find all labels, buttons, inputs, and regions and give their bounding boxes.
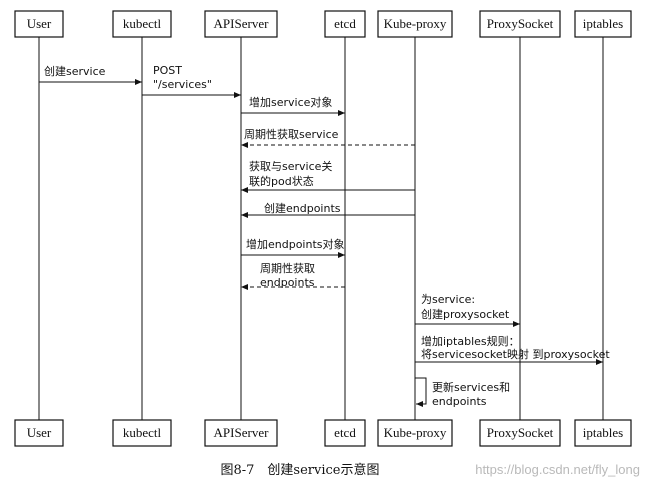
message-10: 增加iptables规则：将servicesocket映射 到proxysock…: [415, 334, 610, 365]
participant-user-top: User: [14, 10, 64, 38]
participant-kubectl-bottom: kubectl: [112, 419, 172, 447]
participant-apiserver-top: APIServer: [204, 10, 278, 38]
message-7: 增加endpoints对象: [241, 237, 345, 258]
participant-box: [14, 419, 64, 447]
participant-iptables-bottom: iptables: [574, 419, 632, 447]
message-label: 为service:: [421, 293, 475, 306]
message-label: 创建endpoints: [264, 201, 341, 215]
participant-label: User: [27, 425, 52, 440]
message-1: 创建service: [39, 64, 142, 85]
message-label: endpoints: [260, 276, 315, 289]
participant-boxes: UserUserkubectlkubectlAPIServerAPIServer…: [14, 10, 632, 447]
participant-label: APIServer: [214, 16, 270, 31]
participant-label: Kube-proxy: [384, 425, 447, 440]
message-2: POST"/services": [142, 64, 241, 98]
participant-label: ProxySocket: [487, 16, 554, 31]
participant-label: ProxySocket: [487, 425, 554, 440]
message-label: 增加iptables规则：: [421, 334, 520, 348]
participant-box: [324, 419, 366, 447]
participant-label: iptables: [583, 16, 623, 31]
message-label: 周期性获取service: [244, 127, 339, 141]
participant-etcd-bottom: etcd: [324, 419, 366, 447]
participant-box: [574, 10, 632, 38]
message-label: 获取与service关: [249, 159, 332, 173]
participant-label: Kube-proxy: [384, 16, 447, 31]
lifelines: [38, 37, 604, 420]
participant-label: etcd: [334, 16, 356, 31]
message-label: endpoints: [432, 395, 487, 408]
participant-etcd-top: etcd: [324, 10, 366, 38]
message-label: 增加service对象: [249, 95, 332, 109]
participant-iptables-top: iptables: [574, 10, 632, 38]
participant-box: [479, 10, 561, 38]
participant-box: [14, 10, 64, 38]
message-label: 更新services和: [432, 380, 510, 394]
participant-box: [204, 419, 278, 447]
figure-caption: 图8-7 创建service示意图: [221, 462, 380, 478]
participant-label: User: [27, 16, 52, 31]
participant-kube_proxy-top: Kube-proxy: [377, 10, 453, 38]
message-6: 创建endpoints: [241, 201, 415, 218]
message-label: POST: [153, 64, 182, 77]
participant-box: [377, 419, 453, 447]
message-label: 联的pod状态: [249, 174, 314, 188]
participant-kubectl-top: kubectl: [112, 10, 172, 38]
participant-label: kubectl: [123, 425, 162, 440]
participant-box: [324, 10, 366, 38]
participant-label: kubectl: [123, 16, 162, 31]
self-message-arrow: [415, 377, 427, 407]
participant-box: [112, 10, 172, 38]
participant-box: [377, 10, 453, 38]
message-label: 增加endpoints对象: [246, 237, 345, 251]
participant-proxysocket-top: ProxySocket: [479, 10, 561, 38]
message-9: 为service:创建proxysocket: [415, 293, 520, 327]
message-label: 将servicesocket映射 到proxysocket: [421, 347, 610, 361]
participant-box: [204, 10, 278, 38]
participant-box: [479, 419, 561, 447]
message-label: 创建service: [44, 64, 106, 78]
message-3: 增加service对象: [241, 95, 345, 116]
participant-user-bottom: User: [14, 419, 64, 447]
message-label: "/services": [153, 78, 212, 91]
participant-apiserver-bottom: APIServer: [204, 419, 278, 447]
message-label: 创建proxysocket: [421, 307, 510, 321]
participant-proxysocket-bottom: ProxySocket: [479, 419, 561, 447]
watermark: https://blog.csdn.net/fly_long: [475, 462, 640, 477]
participant-label: iptables: [583, 425, 623, 440]
message-4: 周期性获取service: [241, 127, 415, 148]
participant-box: [574, 419, 632, 447]
participant-label: etcd: [334, 425, 356, 440]
message-label: 周期性获取: [260, 261, 315, 275]
participant-label: APIServer: [214, 425, 270, 440]
participant-kube_proxy-bottom: Kube-proxy: [377, 419, 453, 447]
participant-box: [112, 419, 172, 447]
